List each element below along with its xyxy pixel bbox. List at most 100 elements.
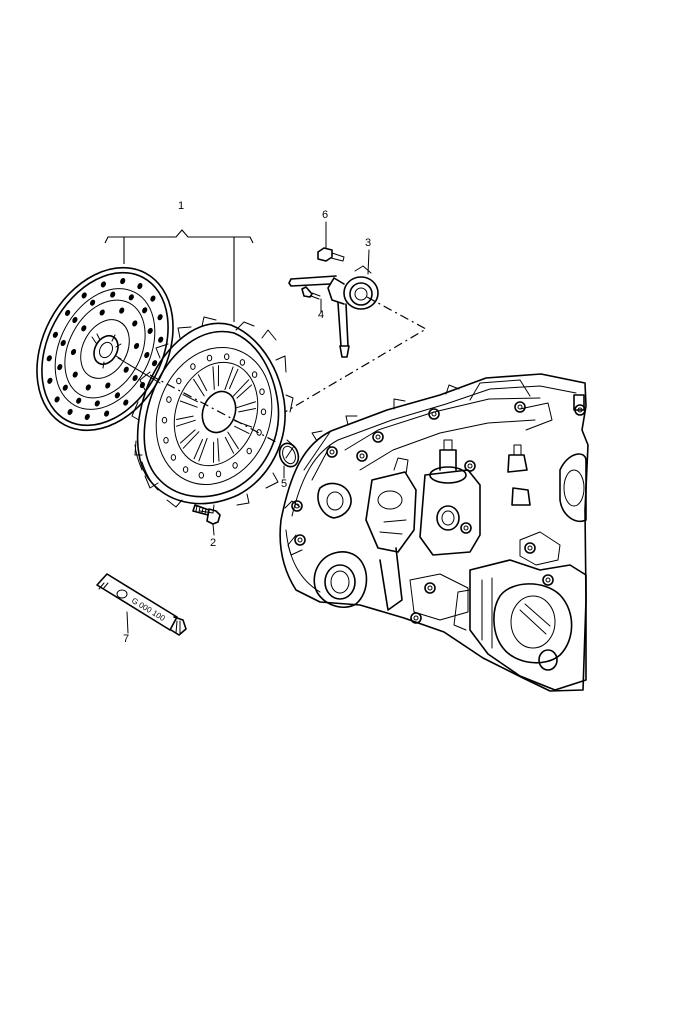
disc-hole [85, 384, 91, 391]
spring-finger-edge [180, 429, 196, 444]
housing-bolt-boss [464, 460, 476, 472]
spring-finger-edge [197, 374, 208, 392]
spring-finger [179, 400, 198, 408]
disc-hole [150, 295, 156, 302]
callout-6: 6 [322, 209, 328, 221]
housing-bolt-boss [410, 612, 422, 624]
plate-rivet [246, 447, 252, 455]
disc-hole [158, 336, 164, 343]
spring-finger [198, 437, 208, 462]
disc-hole [120, 278, 126, 285]
plate-rivet [224, 353, 230, 361]
part-4-bolt [301, 286, 322, 313]
disc-hole [76, 397, 82, 404]
housing-bolt-boss [428, 408, 440, 420]
disc-hole [157, 314, 163, 321]
housing-bolt-hole [517, 404, 523, 410]
disc-hole [57, 364, 63, 371]
assembly-axis-lines [149, 296, 428, 443]
disc-hole [67, 408, 73, 415]
spring-finger [217, 438, 220, 462]
plate-rivet [239, 359, 246, 366]
housing-bolt-hole [329, 449, 335, 455]
part-2-bolt [192, 504, 221, 536]
spring-finger-edge [229, 368, 239, 389]
callout-1: 1 [178, 200, 184, 212]
plate-rivet [215, 470, 222, 478]
plate-rivet [166, 396, 172, 403]
housing-bolt-hole [463, 525, 469, 531]
housing-bolt-boss [294, 534, 306, 546]
disc-hole [152, 360, 158, 367]
housing-bolt-hole [431, 411, 437, 417]
disc-hole [128, 294, 134, 301]
spring-finger [193, 378, 205, 397]
part-3-slave-cylinder [288, 249, 379, 358]
callout-3: 3 [365, 237, 371, 249]
plate-rivet [232, 462, 238, 469]
disc-hole [144, 351, 150, 359]
spring-finger [232, 379, 250, 397]
plate-rivet [206, 354, 213, 362]
housing-bolt-boss [424, 582, 436, 594]
housing-bolt-boss [514, 401, 526, 413]
disc-hole [123, 366, 129, 373]
housing-bolt-hole [577, 407, 583, 413]
spring-finger-edge [234, 425, 250, 434]
disc-hole [132, 320, 138, 327]
housing-bolt-hole [413, 615, 419, 621]
disc-hole [110, 291, 116, 298]
disc-hole [105, 382, 111, 389]
disc-hole [47, 377, 53, 384]
spring-finger-edge [193, 439, 203, 460]
spring-finger [212, 366, 215, 390]
spring-finger-edge [236, 384, 252, 399]
part-7-grease-tube: G 000 100 [96, 573, 187, 636]
transmission-housing [279, 373, 589, 692]
spring-finger [227, 431, 239, 450]
housing-bolt-hole [297, 537, 303, 543]
part-6-bolt [317, 221, 345, 262]
disc-hole [54, 396, 60, 403]
spring-finger [176, 419, 196, 427]
callout-4: 4 [318, 309, 324, 321]
housing-bolt-hole [375, 434, 381, 440]
housing-bolt-hole [467, 463, 473, 469]
disc-hole [147, 327, 153, 334]
disc-hole [119, 307, 125, 314]
plate-rivet [198, 472, 205, 479]
clutch-disc [36, 266, 174, 432]
plate-rivet [259, 388, 265, 396]
housing-bolt-boss [574, 404, 586, 416]
housing-bolt-hole [427, 585, 433, 591]
disc-hole [123, 399, 129, 406]
disc-hole [46, 355, 52, 362]
spring-finger [236, 401, 256, 409]
plate-rivet [161, 416, 168, 424]
housing-bolt-boss [542, 574, 554, 586]
disc-hole [81, 292, 87, 299]
disc-hole [132, 374, 138, 382]
disc-hole [114, 392, 120, 399]
pressure-plate [131, 316, 295, 514]
disc-hole [60, 339, 66, 347]
callout-2: 2 [210, 537, 216, 549]
housing-bolt-boss [291, 500, 303, 512]
spring-finger [224, 366, 234, 391]
callout-5: 5 [281, 478, 287, 490]
spring-finger-edge [176, 415, 194, 420]
disc-hole [62, 384, 68, 391]
disc-hole [90, 299, 96, 306]
part-1-bracket [104, 229, 254, 322]
plate-rivet [251, 371, 258, 378]
disc-hole [70, 348, 77, 356]
plate-rivet [190, 363, 196, 370]
plate-rivet [182, 466, 189, 473]
disc-hole [52, 331, 58, 338]
plate-rivet [170, 454, 177, 461]
disc-hole [99, 309, 105, 316]
disc-hole [137, 283, 143, 290]
disc-hole [65, 309, 71, 316]
housing-bolt-boss [372, 431, 384, 443]
